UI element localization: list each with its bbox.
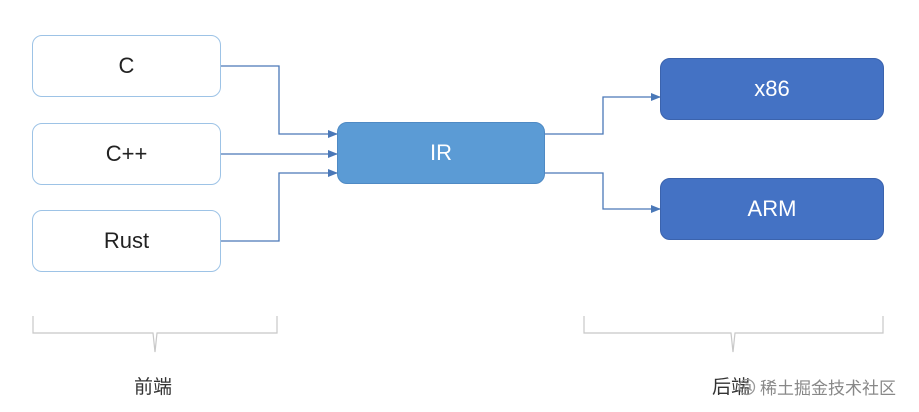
- target-box-x86: x86: [660, 58, 884, 120]
- watermark-text: 稀土掘金技术社区: [760, 379, 896, 399]
- source-box-cpp: C++: [32, 123, 221, 185]
- source-label-rust: Rust: [103, 228, 150, 253]
- source-label-cpp: C++: [105, 141, 148, 166]
- frontend-brace: [32, 316, 278, 353]
- ir-box: IR: [337, 122, 545, 184]
- source-box-c: C: [32, 35, 221, 97]
- arrow-ir-to-arm: [545, 172, 661, 213]
- target-label-arm: ARM: [747, 196, 797, 221]
- frontend-label: 前端: [134, 376, 173, 398]
- arrow-c-to-ir: [221, 65, 338, 138]
- ir-label: IR: [430, 140, 452, 165]
- watermark: 稀土掘金技术社区: [738, 374, 896, 399]
- backend-brace: [583, 316, 884, 353]
- backend-label: 后端: [712, 376, 751, 398]
- arrow-rust-to-ir: [221, 169, 338, 242]
- source-box-rust: Rust: [32, 210, 221, 272]
- target-box-arm: ARM: [660, 178, 884, 240]
- target-label-x86: x86: [754, 76, 790, 101]
- source-label-c: C: [118, 53, 135, 78]
- arrow-ir-to-x86: [545, 93, 661, 135]
- at-sign-icon: [738, 378, 756, 395]
